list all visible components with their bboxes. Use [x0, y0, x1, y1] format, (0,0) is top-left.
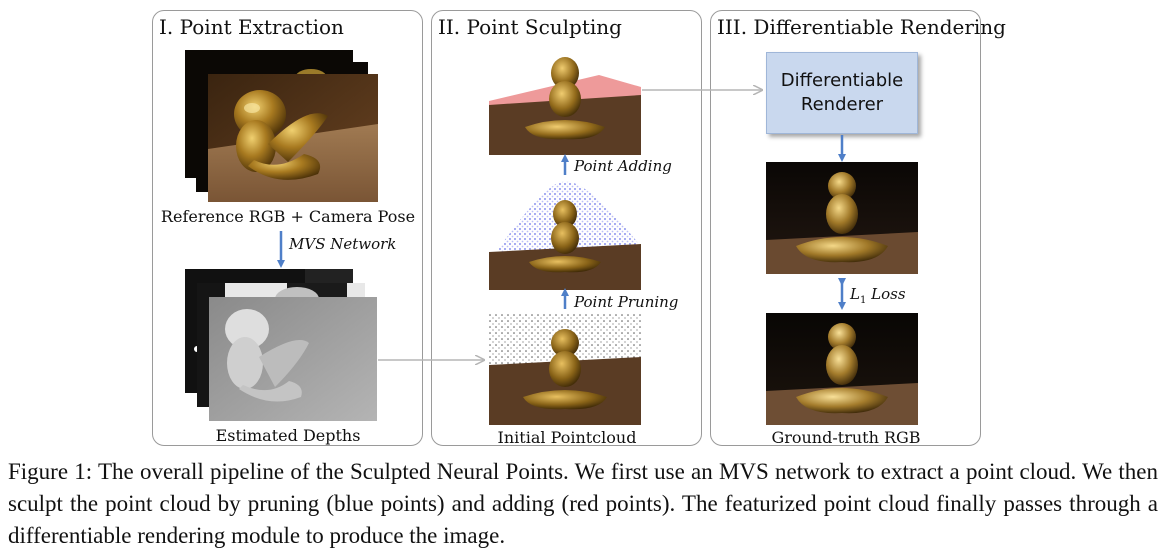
panel-title: III. Differentiable Rendering	[717, 15, 1006, 39]
renderer-label: Differentiable Renderer	[780, 70, 904, 115]
rendered-image	[766, 162, 918, 274]
l1-loss-label: L1 Loss	[850, 285, 906, 306]
initial-pointcloud-label: Initial Pointcloud	[497, 428, 637, 447]
depth-map-front	[209, 297, 377, 421]
estimated-depths-label: Estimated Depths	[215, 426, 361, 445]
pruned-pointcloud-image	[489, 178, 641, 290]
figure-caption: Figure 1: The overall pipeline of the Sc…	[8, 459, 1158, 548]
panel-title: I. Point Extraction	[159, 15, 344, 39]
mvs-network-label: MVS Network	[289, 235, 397, 253]
loss-word: Loss	[871, 285, 906, 303]
ground-truth-label: Ground-truth RGB	[771, 428, 921, 447]
differentiable-renderer-box: Differentiable Renderer	[766, 52, 918, 134]
loss-subscript: 1	[859, 295, 867, 306]
panel-point-sculpting: II. Point Sculpting	[431, 10, 702, 446]
reference-rgb-label: Reference RGB + Camera Pose	[160, 207, 416, 226]
panel-title: II. Point Sculpting	[438, 15, 622, 39]
ground-truth-image	[766, 313, 918, 425]
initial-pointcloud-image	[489, 313, 641, 425]
loss-symbol: L	[850, 285, 860, 303]
reference-image-front	[208, 74, 378, 202]
panel-differentiable-rendering: III. Differentiable Rendering	[710, 10, 1006, 446]
point-pruning-label: Point Pruning	[574, 293, 679, 311]
panel-point-extraction: I. Point Extraction	[152, 10, 423, 446]
point-adding-label: Point Adding	[574, 157, 672, 175]
added-pointcloud-image	[489, 43, 641, 155]
